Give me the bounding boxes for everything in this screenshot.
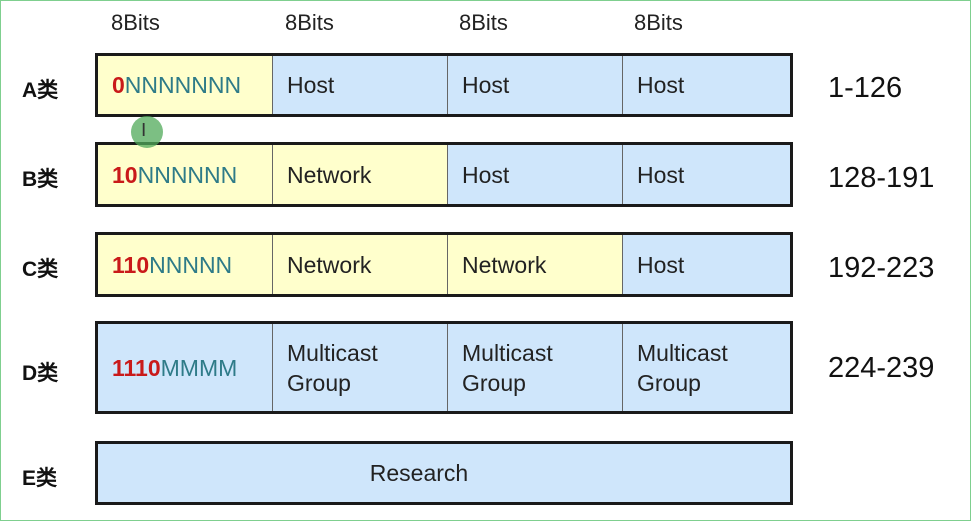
class-b-octet-4: Host xyxy=(623,145,790,204)
class-d-prefix: 1110 xyxy=(112,354,161,381)
group-line: Group xyxy=(287,369,351,396)
class-d-label: D类 xyxy=(22,362,59,385)
class-a-octet-3: Host xyxy=(448,56,623,114)
class-d-octet-3: Multicast Group xyxy=(448,324,623,411)
class-b-prefix: 10 xyxy=(112,161,138,188)
class-c-prefix: 110 xyxy=(112,251,150,278)
class-d-octet-4-text: Multicast Group xyxy=(637,338,728,398)
class-b-label: B类 xyxy=(22,168,59,191)
class-b-octet-3: Host xyxy=(448,145,623,204)
bits-header-2: 8Bits xyxy=(285,10,334,35)
group-line: Group xyxy=(637,369,701,396)
class-a-prefix: 0 xyxy=(112,72,125,98)
class-b-network-bits: NNNNNN xyxy=(137,161,238,188)
class-d-octet-3-text: Multicast Group xyxy=(462,338,553,398)
class-b-octet-2: Network xyxy=(273,145,448,204)
class-d-octet-2-text: Multicast Group xyxy=(287,338,378,398)
bits-header-3: 8Bits xyxy=(459,10,508,35)
multicast-line: Multicast xyxy=(287,339,378,366)
class-a-range: 1-126 xyxy=(828,72,903,104)
class-c-octet-4: Host xyxy=(623,235,790,294)
class-d-octet-4: Multicast Group xyxy=(623,324,790,411)
class-a-octet-4: Host xyxy=(623,56,790,114)
cursor-highlight xyxy=(131,116,163,148)
bits-header-4: 8Bits xyxy=(634,10,683,35)
class-a-octet-2: Host xyxy=(273,56,448,114)
text-cursor-icon: I xyxy=(141,120,147,141)
class-d-group-bits: MMMM xyxy=(160,354,238,381)
class-c-label: C类 xyxy=(22,258,59,281)
group-line: Group xyxy=(462,369,526,396)
class-c-octet-2: Network xyxy=(273,235,448,294)
class-e-label: E类 xyxy=(22,467,58,490)
class-b-range: 128-191 xyxy=(828,162,935,194)
class-a-label: A类 xyxy=(22,79,59,102)
multicast-line: Multicast xyxy=(637,339,728,366)
class-d-octet-2: Multicast Group xyxy=(273,324,448,411)
class-e-row: Research xyxy=(95,441,793,505)
class-c-network-bits: NNNNN xyxy=(149,251,233,278)
multicast-line: Multicast xyxy=(462,339,553,366)
class-e-research: Research xyxy=(98,444,790,502)
bits-header-1: 8Bits xyxy=(111,10,160,35)
class-c-range: 192-223 xyxy=(828,252,935,284)
class-c-octet-3: Network xyxy=(448,235,623,294)
class-a-network-bits: NNNNNNN xyxy=(124,72,242,98)
class-d-range: 224-239 xyxy=(828,352,935,384)
